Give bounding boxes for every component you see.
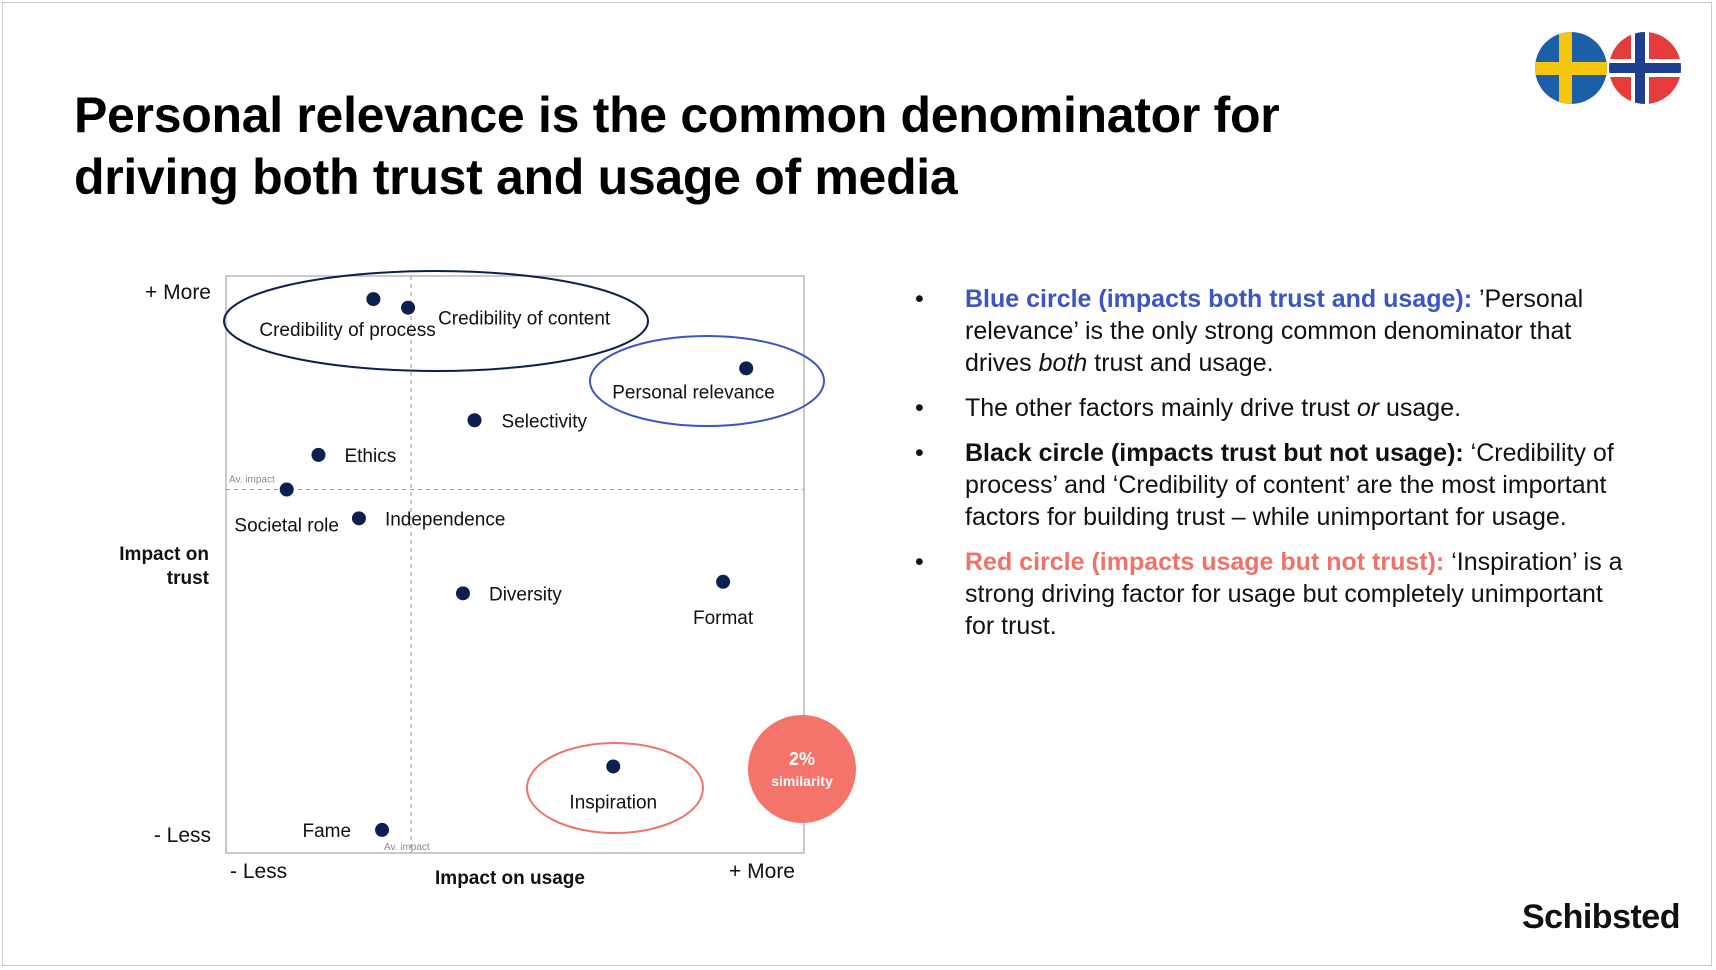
y-top-label: + More xyxy=(145,281,211,304)
point-label-independence: Independence xyxy=(385,509,505,530)
bullet-text: both xyxy=(1038,349,1088,377)
point-label-societal-role: Societal role xyxy=(234,515,339,536)
point-label-format: Format xyxy=(693,608,754,629)
point-label-credibility-of-process: Credibility of process xyxy=(259,320,435,341)
point-independence xyxy=(351,511,366,526)
bullet-heading: Red circle (impacts usage but not trust)… xyxy=(965,548,1445,576)
point-credibility-of-content xyxy=(401,300,416,315)
bullet-heading: Black circle (impacts trust but not usag… xyxy=(965,439,1464,467)
blue-circle-group-ellipse xyxy=(589,335,825,427)
flags xyxy=(1535,32,1681,104)
point-label-credibility-of-content: Credibility of content xyxy=(438,309,611,330)
schibsted-logo: Schibsted xyxy=(1522,898,1680,936)
sweden-flag-icon xyxy=(1535,32,1607,104)
similarity-label: similarity xyxy=(771,773,833,789)
plot-frame xyxy=(225,275,805,854)
point-label-selectivity: Selectivity xyxy=(502,411,588,432)
bullet-item: Blue circle (impacts both trust and usag… xyxy=(915,283,1635,379)
point-format xyxy=(716,574,731,589)
bullet-heading: Blue circle (impacts both trust and usag… xyxy=(965,285,1473,313)
bullet-item: The other factors mainly drive trust or … xyxy=(915,392,1635,424)
point-ethics xyxy=(311,447,326,462)
y-axis-title-line2: trust xyxy=(167,568,210,589)
avg-trust-label: Av. impact xyxy=(229,474,275,485)
bullet-text: or xyxy=(1356,394,1380,422)
bullet-list: Blue circle (impacts both trust and usag… xyxy=(915,283,1635,655)
x-axis-title: Impact on usage xyxy=(435,868,585,889)
point-inspiration xyxy=(606,759,621,774)
point-label-ethics: Ethics xyxy=(344,446,396,467)
slide-title: Personal relevance is the common denomin… xyxy=(74,87,1280,205)
point-diversity xyxy=(455,586,470,601)
bullet-item: Red circle (impacts usage but not trust)… xyxy=(915,546,1635,642)
red-circle-group-ellipse xyxy=(526,742,704,834)
point-societal-role xyxy=(279,482,294,497)
point-label-diversity: Diversity xyxy=(489,584,562,605)
bullet-item: Black circle (impacts trust but not usag… xyxy=(915,437,1635,533)
bullet-text: ’Personal relevance’ is the only strong … xyxy=(965,285,1584,377)
bullet-text: ‘Credibility of process’ and ‘Credibilit… xyxy=(965,439,1614,531)
bullet-text: ‘Inspiration’ is a strong driving factor… xyxy=(965,548,1623,640)
point-personal-relevance xyxy=(739,361,754,376)
point-selectivity xyxy=(467,413,482,428)
x-right-label: + More xyxy=(729,860,795,883)
point-fame xyxy=(375,822,390,837)
point-label-personal-relevance: Personal relevance xyxy=(612,382,775,403)
bullet-text: The other factors mainly drive trust xyxy=(965,394,1357,422)
point-credibility-of-process xyxy=(366,292,381,307)
norway-flag-icon xyxy=(1609,32,1681,104)
y-axis-title: Impact on xyxy=(119,544,209,565)
point-label-fame: Fame xyxy=(302,821,351,842)
point-label-inspiration: Inspiration xyxy=(569,792,657,813)
similarity-badge xyxy=(748,715,856,823)
avg-usage-label: Av. impact xyxy=(384,842,430,853)
similarity-value: 2% xyxy=(789,749,815,769)
bullet-text: usage. xyxy=(1379,394,1462,422)
black-circle-group-ellipse xyxy=(223,270,649,372)
bullet-text: trust and usage. xyxy=(1087,349,1274,377)
x-left-label: - Less xyxy=(230,860,287,883)
y-bottom-label: - Less xyxy=(154,824,211,847)
